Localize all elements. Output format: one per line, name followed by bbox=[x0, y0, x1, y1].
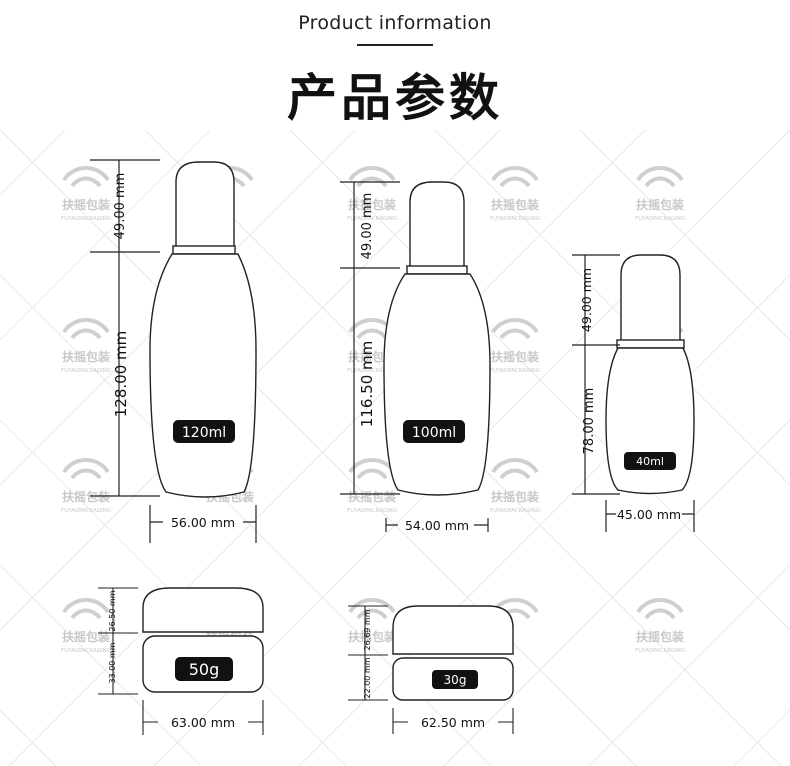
jar-30g-body-height: 22.00 mm bbox=[363, 657, 372, 698]
jar-50g-body-height: 33.00 mm bbox=[108, 642, 117, 683]
bottle-100ml-capacity-text: 100ml bbox=[412, 425, 456, 441]
watermark-brand-cn: 扶摇包装 bbox=[62, 629, 110, 644]
bottle-40ml-capacity-text: 40ml bbox=[636, 455, 664, 468]
watermark-brand-en: FUYAOPACKAGING bbox=[347, 508, 397, 514]
watermark-brand-cn: 扶摇包装 bbox=[348, 489, 396, 504]
watermark-4: 扶摇包装 FUYAOPACKAGING bbox=[61, 598, 111, 654]
bottle-100ml-collar bbox=[406, 265, 468, 275]
jar-50g-lid bbox=[142, 587, 264, 633]
bottle-40ml-collar bbox=[616, 339, 685, 349]
header-subtitle: Product information bbox=[298, 12, 492, 34]
watermark-brand-en: FUYAOPACKAGING bbox=[347, 216, 397, 222]
jar-30g-capacity-label: 30g bbox=[432, 670, 478, 689]
watermark-12: 扶摇包装 bbox=[348, 598, 396, 644]
bottle-40ml-capacity-label: 40ml bbox=[624, 452, 676, 470]
jar-30g-dimensions bbox=[348, 605, 514, 734]
watermark-brand-en: FUYAOPACKAGING bbox=[61, 368, 111, 374]
watermark-1: 扶摇包装 FUYAOPACKAGING bbox=[61, 166, 111, 222]
jar-30g-lid-height: 26.69 mm bbox=[363, 609, 372, 650]
watermark-brand-cn: 扶摇包装 bbox=[636, 629, 684, 644]
watermark-15: 扶摇包装 FUYAOPACKAGING bbox=[490, 458, 540, 514]
watermark-13: 扶摇包装 FUYAOPACKAGING bbox=[490, 166, 540, 222]
watermark-brand-cn: 扶摇包装 bbox=[348, 197, 396, 212]
watermark-brand-en: FUYAOPACKAGING bbox=[347, 368, 397, 374]
bottle-120ml-body-height: 128.00 mm bbox=[112, 331, 130, 417]
watermark-brand-cn: 扶摇包装 bbox=[62, 349, 110, 364]
bottle-120ml bbox=[149, 161, 257, 498]
bottle-40ml-body bbox=[605, 347, 695, 495]
watermark-brand-cn: 扶摇包装 bbox=[491, 349, 539, 364]
watermark-brand-cn: 扶摇包装 bbox=[636, 197, 684, 212]
watermark-brand-cn: 扶摇包装 bbox=[491, 197, 539, 212]
bottle-120ml-body bbox=[149, 253, 257, 498]
bottle-100ml-dimensions bbox=[340, 181, 489, 532]
jar-50g-capacity-label: 50g bbox=[175, 657, 233, 681]
jar-30g-capacity-text: 30g bbox=[444, 673, 467, 687]
bottle-100ml-body bbox=[383, 273, 491, 496]
bottle-120ml-width: 56.00 mm bbox=[171, 515, 235, 530]
bottle-40ml-body-height: 78.00 mm bbox=[582, 388, 597, 455]
bottle-120ml-cap-height: 49.00 mm bbox=[113, 173, 128, 240]
bottle-120ml-cap bbox=[175, 161, 235, 249]
bottle-100ml-cap bbox=[409, 181, 465, 269]
bottle-100ml-capacity-label: 100ml bbox=[403, 420, 465, 443]
watermark-brand-en: FUYAOPACKAGING bbox=[490, 368, 540, 374]
watermark-9: 扶摇包装 FUYAOPACKAGING bbox=[347, 166, 397, 222]
jar-50g-width: 63.00 mm bbox=[171, 715, 235, 730]
bottle-40ml-dimensions bbox=[572, 254, 695, 532]
bottle-40ml-width: 45.00 mm bbox=[617, 507, 681, 522]
watermark-3: 扶摇包装 FUYAOPACKAGING bbox=[61, 458, 111, 514]
bottle-40ml-cap bbox=[620, 254, 681, 343]
watermark-brand-en: FUYAOPACKAGING bbox=[61, 216, 111, 222]
jar-50g-lid-height: 26.50 mm bbox=[108, 590, 117, 631]
bottle-120ml-capacity-text: 120ml bbox=[182, 425, 226, 441]
watermark-brand-en: FUYAOPACKAGING bbox=[490, 216, 540, 222]
header-underline bbox=[357, 44, 433, 46]
watermark-brand-en: FUYAOPACKAGING bbox=[490, 508, 540, 514]
watermark-brand-en: FUYAOPACKAGING bbox=[635, 648, 685, 654]
watermark-20: 扶摇包装 FUYAOPACKAGING bbox=[635, 598, 685, 654]
jar-30g-width: 62.50 mm bbox=[421, 715, 485, 730]
bottle-100ml-cap-height: 49.00 mm bbox=[360, 193, 375, 260]
watermark-brand-cn: 扶摇包装 bbox=[491, 489, 539, 504]
bottle-40ml-cap-height: 49.00 mm bbox=[579, 268, 594, 332]
watermark-brand-en: FUYAOPACKAGING bbox=[61, 508, 111, 514]
bottle-100ml-width: 54.00 mm bbox=[405, 518, 469, 533]
jar-50g-dimensions bbox=[98, 587, 264, 735]
jar-30g-lid bbox=[392, 605, 514, 655]
watermark-14: 扶摇包装 FUYAOPACKAGING bbox=[490, 318, 540, 374]
bottle-100ml bbox=[383, 181, 491, 496]
watermark-brand-en: FUYAOPACKAGING bbox=[61, 648, 111, 654]
jar-50g-capacity-text: 50g bbox=[189, 660, 220, 679]
watermark-brand-cn: 扶摇包装 bbox=[62, 197, 110, 212]
watermark-brand-cn: 扶摇包装 bbox=[348, 629, 396, 644]
bottle-100ml-body-height: 116.50 mm bbox=[358, 341, 376, 427]
watermark-2: 扶摇包装 FUYAOPACKAGING bbox=[61, 318, 111, 374]
bottle-120ml-dimensions bbox=[90, 159, 257, 543]
watermark-brand-cn: 扶摇包装 bbox=[62, 489, 110, 504]
bottle-120ml-collar bbox=[172, 245, 236, 255]
bottle-120ml-capacity-label: 120ml bbox=[173, 420, 235, 443]
page-title: 产品参数 bbox=[287, 69, 503, 127]
watermark-17: 扶摇包装 FUYAOPACKAGING bbox=[635, 166, 685, 222]
watermark-brand-en: FUYAOPACKAGING bbox=[635, 216, 685, 222]
